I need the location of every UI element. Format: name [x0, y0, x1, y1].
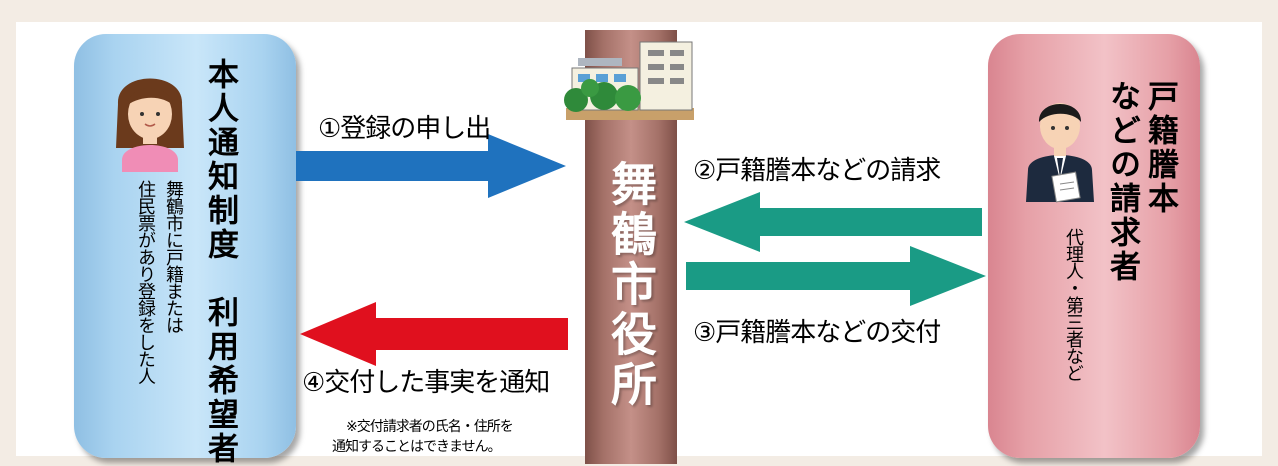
arrow-step-1	[296, 134, 566, 198]
arrow-step-3	[686, 246, 986, 306]
arrow-step-2	[684, 192, 982, 252]
applicant-card	[74, 34, 296, 458]
step-3-label: ③戸籍謄本などの交付	[693, 318, 941, 348]
arrow-step-4	[300, 302, 568, 366]
step-2-label: ②戸籍謄本などの請求	[693, 156, 941, 186]
requester-title-line-1: 戸籍謄本	[1142, 80, 1178, 216]
city-office-name: 舞鶴市役所	[604, 160, 658, 410]
applicant-description-line-1: 舞鶴市に戸籍または	[163, 180, 184, 333]
note-line-1: ※交付請求者の氏名・住所を	[346, 419, 514, 435]
step-4-label: ④交付した事実を通知	[302, 368, 550, 398]
requester-card	[988, 34, 1200, 458]
step-1-label: ①登録の申し出	[318, 114, 491, 144]
requester-description: 代理人・第三者など	[1063, 228, 1084, 381]
requester-title-line-2: などの請求者	[1104, 80, 1140, 284]
applicant-title: 本人通知制度 利用希望者	[202, 58, 238, 466]
applicant-description-line-2: 住民票があり登録をした人	[135, 180, 156, 384]
note-line-2: 通知することはできません。	[332, 439, 502, 455]
